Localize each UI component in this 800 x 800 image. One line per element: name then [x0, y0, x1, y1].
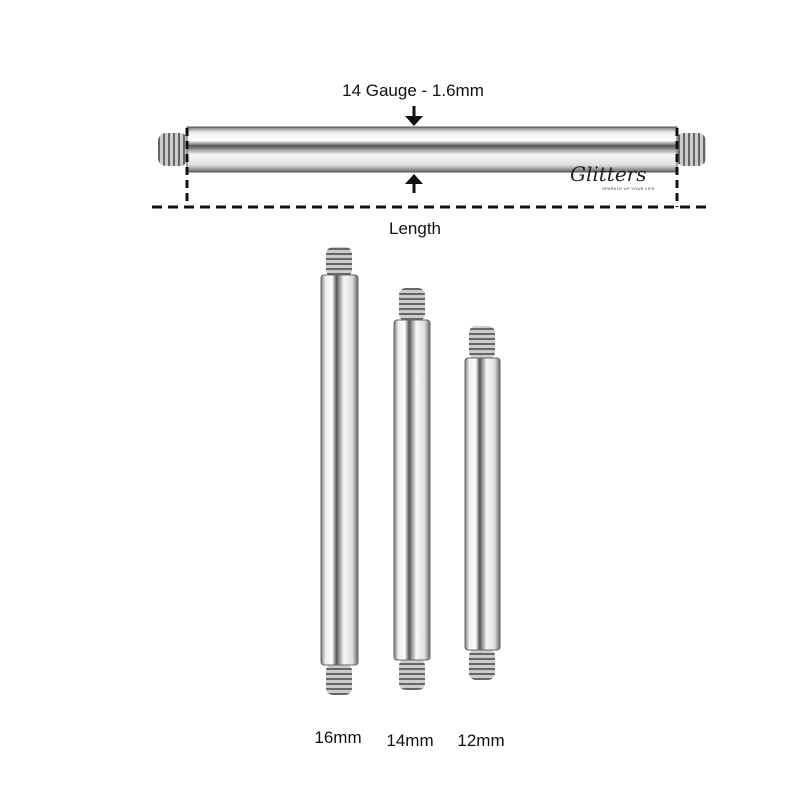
length-label: Length	[389, 219, 441, 238]
barbell-12mm	[464, 326, 501, 680]
barbell-14mm	[393, 288, 431, 690]
dimension-lines	[152, 128, 712, 209]
size-label-16mm: 16mm	[314, 728, 362, 747]
arrow-down-icon	[405, 106, 423, 126]
barbell-16mm	[320, 247, 359, 695]
size-label-14mm: 14mm	[386, 731, 434, 750]
gauge-label: 14 Gauge - 1.6mm	[342, 81, 484, 100]
arrow-up-icon	[405, 174, 423, 193]
horizontal-barbell	[158, 126, 706, 173]
brand-tagline: SPARKLE UP YOUR LIFE	[602, 186, 655, 191]
size-label-12mm: 12mm	[457, 731, 505, 750]
brand-logo: Glitters	[570, 162, 647, 186]
